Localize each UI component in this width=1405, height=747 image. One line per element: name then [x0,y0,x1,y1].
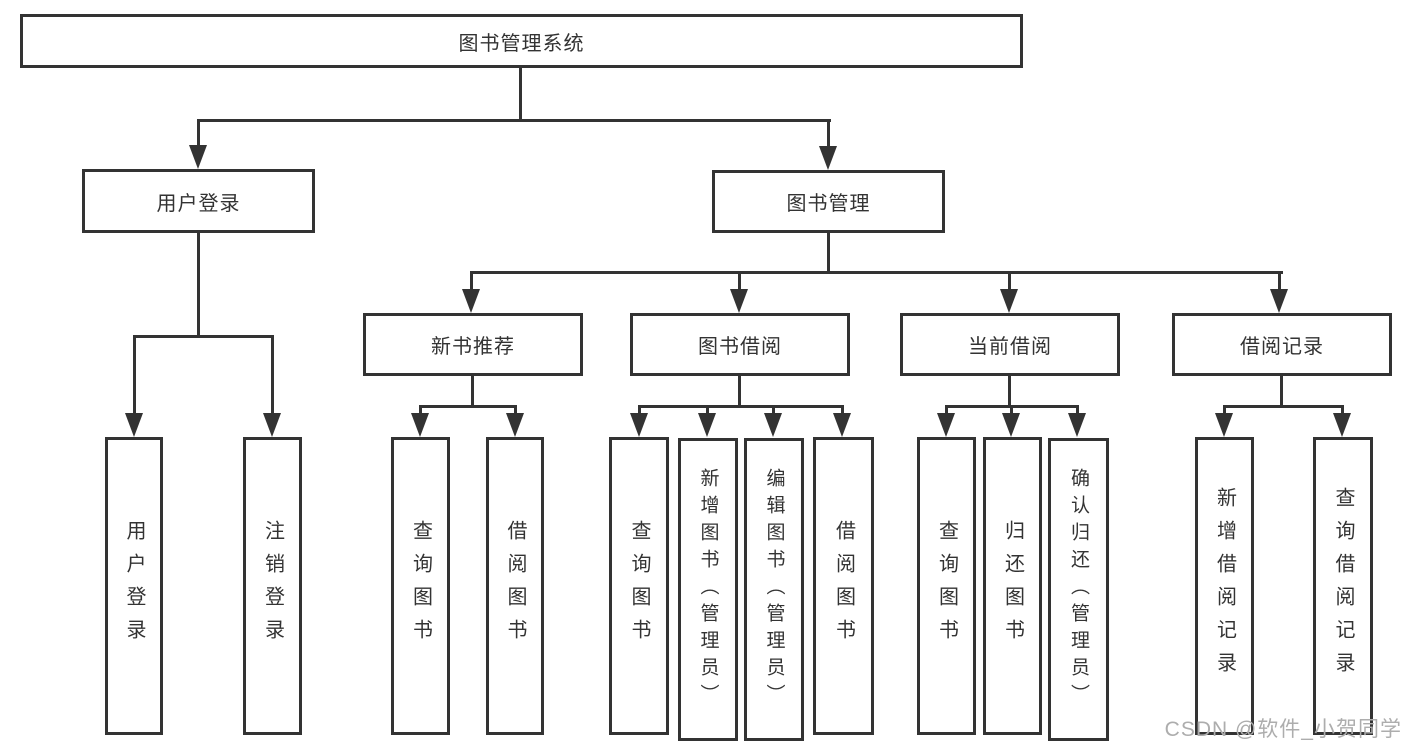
arrow-down-icon [1270,289,1288,313]
arrow-down-icon [937,413,955,437]
leaf-label: 编辑图书（管理员） [763,468,785,711]
arrow-down-icon [698,413,716,437]
connector-stub [471,376,474,408]
arrow-down-icon [833,413,851,437]
leaf-query-book: 查询图书 [609,437,669,735]
connector-stem [271,335,274,415]
connector-root-stub [519,68,522,121]
connector-stem [827,119,830,147]
leaf-label: 新增借阅记录 [1213,487,1236,685]
arrow-down-icon [462,289,480,313]
leaf-add-borrow-record: 新增借阅记录 [1195,437,1254,735]
connector-stem [638,405,641,416]
arrow-down-icon [764,413,782,437]
connector-group [1223,405,1344,408]
node-label: 借阅记录 [1240,336,1324,358]
connector-stem [1008,271,1011,291]
node-library-management-system: 图书管理系统 [20,14,1023,68]
arrow-down-icon [1068,413,1086,437]
connector-book-mgmt-stub [827,233,830,274]
connector-stub [1008,376,1011,408]
leaf-borrow-book: 借阅图书 [486,437,544,735]
connector-stem [706,405,709,416]
connector-user-login-stub [197,233,200,337]
connector-user-login-children [133,335,274,338]
node-current-borrow: 当前借阅 [900,313,1120,376]
connector-stub [738,376,741,408]
connector-stem [945,405,948,416]
arrow-down-icon [411,413,429,437]
leaf-edit-book-admin: 编辑图书（管理员） [744,438,804,741]
csdn-watermark: CSDN @软件_小贺同学 [1164,718,1402,741]
leaf-user-login: 用户登录 [105,437,163,735]
leaf-label: 注销登录 [261,520,284,652]
node-book-management: 图书管理 [712,170,945,233]
node-label: 图书管理系统 [458,32,585,55]
node-new-book-recommend: 新书推荐 [363,313,583,376]
leaf-label: 查询图书 [935,520,958,652]
connector-level3 [470,271,1283,274]
leaf-label: 新增图书（管理员） [697,468,719,711]
arrow-down-icon [506,413,524,437]
leaf-query-book: 查询图书 [391,437,450,735]
node-label: 图书管理 [786,193,871,215]
connector-group [419,405,517,408]
arrow-down-icon [125,413,143,437]
leaf-query-book: 查询图书 [917,437,976,735]
node-label: 用户登录 [156,192,241,215]
leaf-label: 查询图书 [628,520,650,652]
connector-stub [1280,376,1283,408]
node-borrow-records: 借阅记录 [1172,313,1392,376]
connector-stem [419,405,422,416]
arrow-down-icon [630,413,648,437]
connector-stem [738,271,741,291]
connector-stem [1010,405,1013,416]
arrow-down-icon [1002,413,1020,437]
leaf-logout: 注销登录 [243,437,302,735]
leaf-return-book: 归还图书 [983,437,1042,735]
leaf-add-book-admin: 新增图书（管理员） [678,438,738,741]
leaf-label: 借阅图书 [504,520,526,652]
connector-stem [514,405,517,416]
connector-stem [470,271,473,291]
connector-group [638,405,844,408]
leaf-label: 查询图书 [409,520,432,652]
connector-stem [1278,271,1281,291]
node-user-login: 用户登录 [82,169,315,233]
connector-stem [133,335,136,415]
arrow-down-icon [1000,289,1018,313]
connector-stem [1076,405,1079,416]
connector-stem [197,119,200,147]
leaf-query-borrow-record: 查询借阅记录 [1313,437,1373,735]
connector-level2 [197,119,831,122]
arrow-down-icon [189,145,207,169]
leaf-borrow-book: 借阅图书 [813,437,874,735]
leaf-label: 确认归还（管理员） [1068,468,1089,711]
node-book-borrow: 图书借阅 [630,313,850,376]
node-label: 新书推荐 [431,336,515,358]
leaf-label: 查询借阅记录 [1332,487,1354,685]
arrow-down-icon [1215,413,1233,437]
node-label: 当前借阅 [968,336,1052,358]
connector-stem [1223,405,1226,416]
leaf-label: 用户登录 [123,520,145,652]
arrow-down-icon [1333,413,1351,437]
arrow-down-icon [263,413,281,437]
connector-stem [1341,405,1344,416]
arrow-down-icon [819,146,837,170]
arrow-down-icon [730,289,748,313]
leaf-confirm-return-admin: 确认归还（管理员） [1048,438,1109,741]
node-label: 图书借阅 [698,336,782,358]
connector-stem [772,405,775,416]
leaf-label: 归还图书 [1001,520,1024,652]
connector-stem [841,405,844,416]
leaf-label: 借阅图书 [832,520,855,652]
